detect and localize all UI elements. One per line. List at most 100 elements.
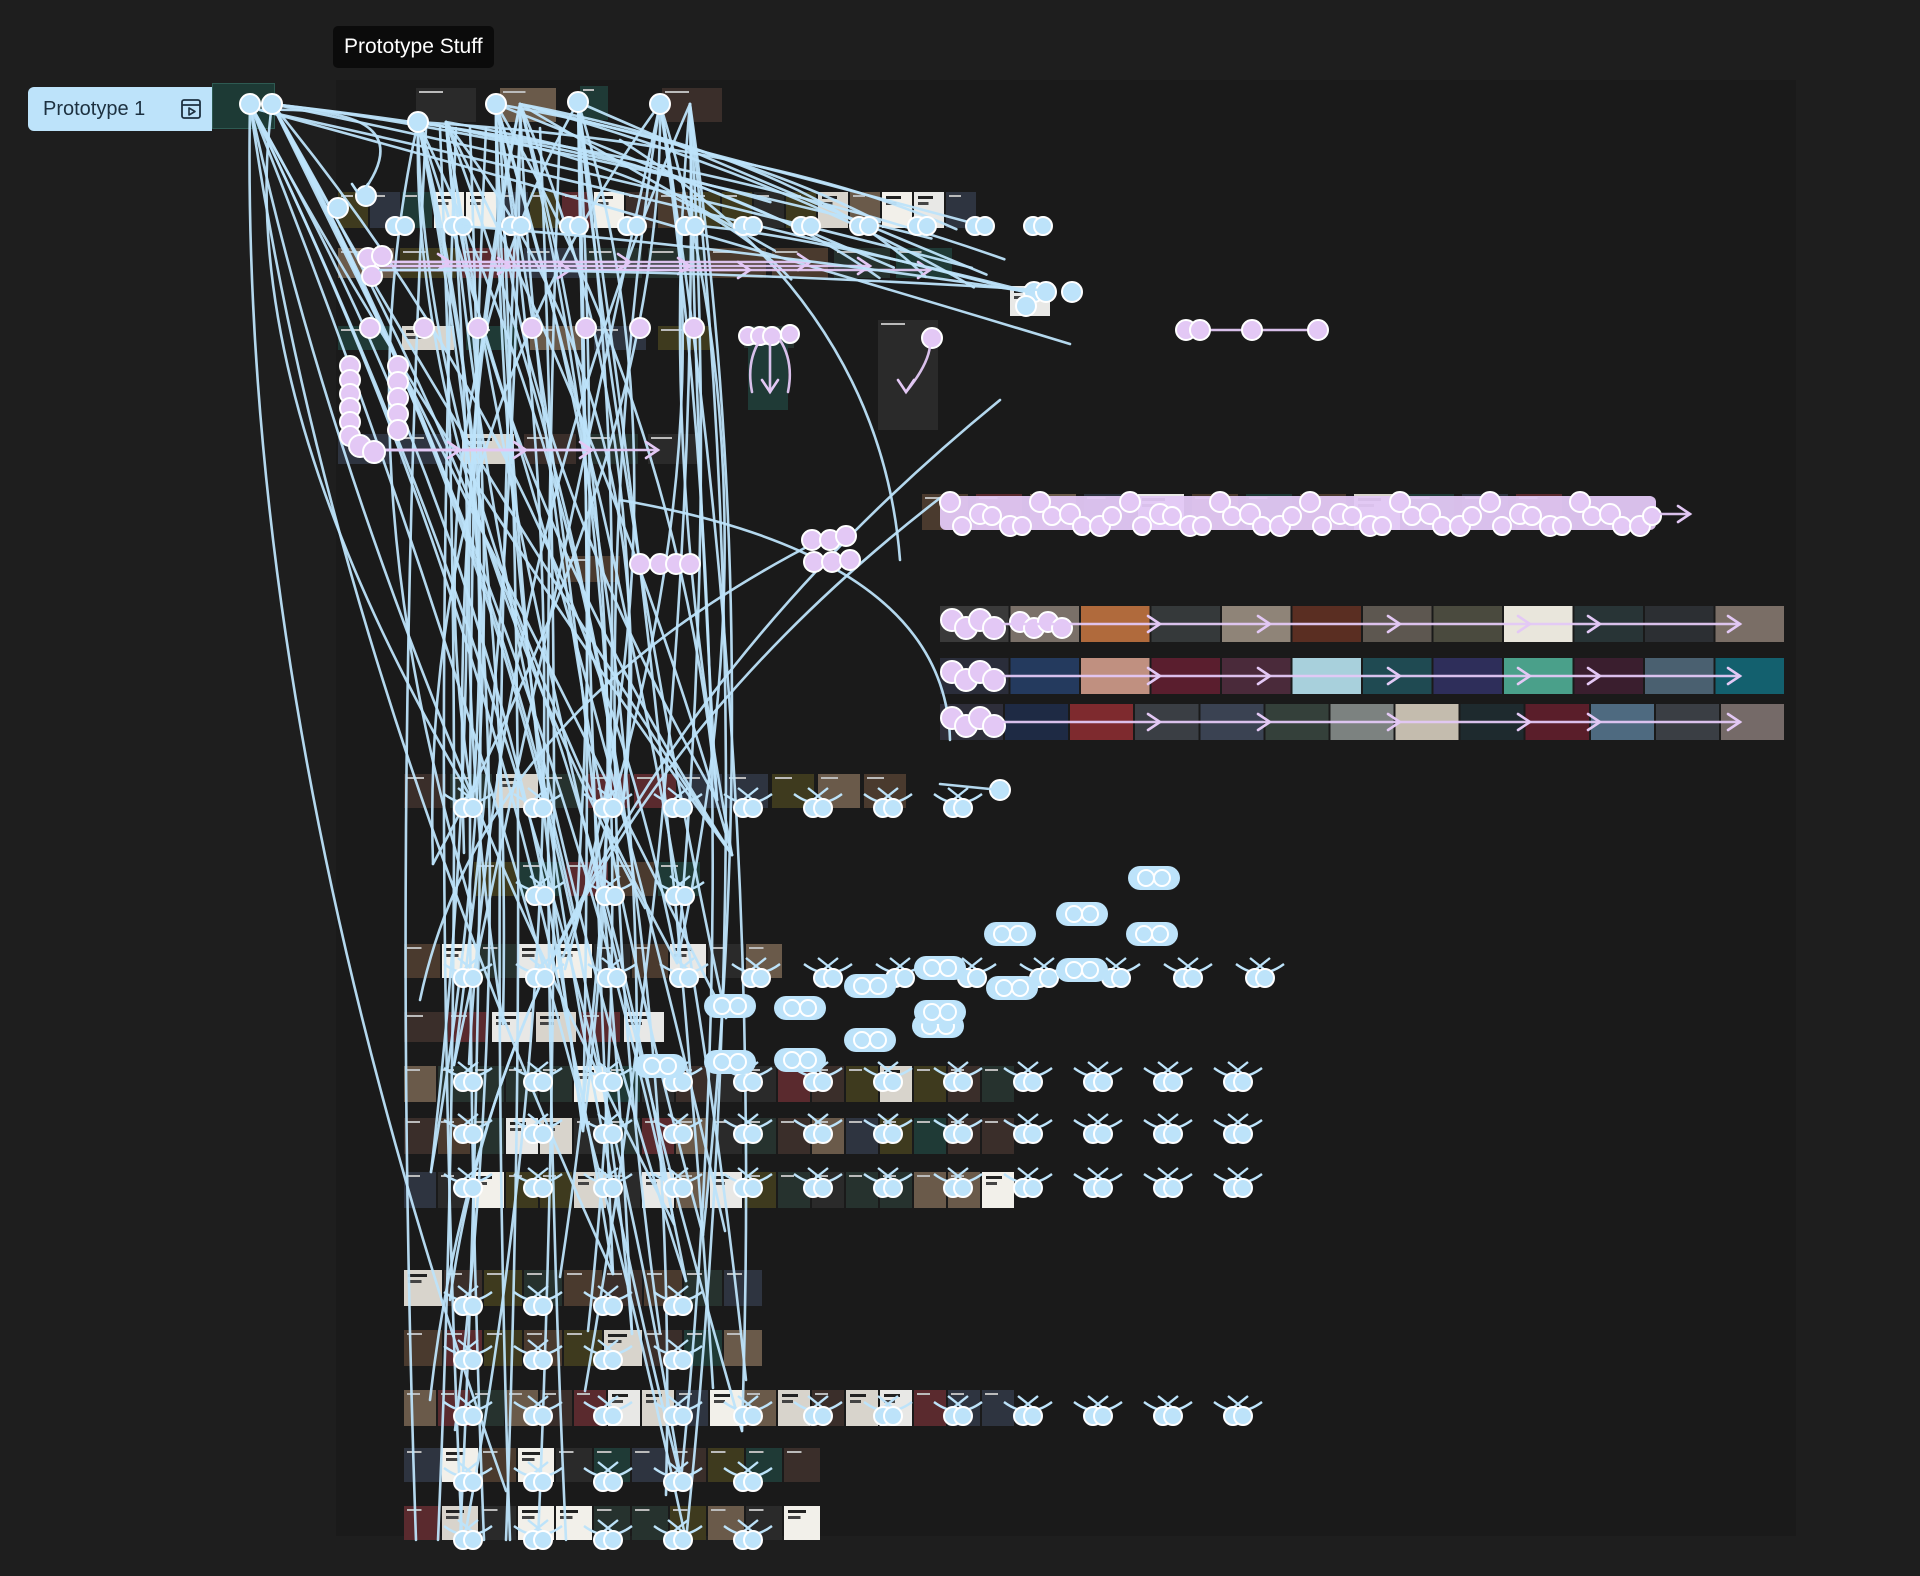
color-swatch-frame[interactable] — [1081, 658, 1150, 694]
frame-thumbnail[interactable] — [608, 1118, 640, 1154]
color-swatch-frame[interactable] — [940, 704, 1004, 740]
frame-thumbnail[interactable] — [472, 1118, 504, 1154]
frame-thumbnail[interactable] — [506, 1066, 538, 1102]
color-swatch-frame[interactable] — [1222, 658, 1291, 694]
frame-thumbnail[interactable] — [438, 1066, 470, 1102]
frame-thumbnail[interactable] — [404, 1330, 442, 1366]
color-swatch-frame[interactable] — [1363, 658, 1432, 694]
frame-thumbnail[interactable] — [484, 1330, 522, 1366]
frame-thumbnail[interactable] — [784, 1448, 820, 1482]
frame-thumbnail[interactable] — [402, 192, 432, 228]
frame-thumbnail[interactable] — [948, 1390, 980, 1426]
color-swatch-frame[interactable] — [940, 658, 1009, 694]
frame-thumbnail[interactable] — [404, 1448, 440, 1482]
color-swatch-frame[interactable] — [1433, 658, 1503, 694]
frame-thumbnail[interactable] — [662, 88, 722, 122]
color-swatch-frame[interactable] — [1265, 704, 1329, 740]
frame-thumbnail[interactable] — [564, 1270, 602, 1306]
frame-thumbnail[interactable] — [726, 774, 768, 808]
frame-thumbnail[interactable] — [370, 192, 400, 228]
color-swatch-frame[interactable] — [1081, 606, 1150, 642]
color-swatch-frame[interactable] — [1433, 606, 1503, 642]
frame-thumbnail[interactable] — [680, 774, 722, 808]
frame-thumbnail[interactable] — [864, 774, 906, 808]
frame-thumbnail[interactable] — [744, 1066, 776, 1102]
frame-thumbnail[interactable] — [644, 1330, 682, 1366]
frame-thumbnail[interactable] — [676, 1066, 708, 1102]
color-swatch-frame[interactable] — [1010, 606, 1080, 642]
frame-thumbnail[interactable] — [1462, 494, 1508, 530]
frame-thumbnail[interactable] — [676, 1118, 708, 1154]
color-swatch-frame[interactable] — [1363, 606, 1432, 642]
frame-thumbnail[interactable] — [644, 1270, 682, 1306]
frame-thumbnail[interactable] — [438, 1172, 470, 1208]
frame-thumbnail[interactable] — [812, 1118, 844, 1154]
frame-thumbnail[interactable] — [574, 1390, 606, 1426]
frame-thumbnail[interactable] — [778, 1118, 810, 1154]
frame-thumbnail[interactable] — [880, 1118, 912, 1154]
frame-thumbnail[interactable] — [1300, 494, 1346, 530]
frame-thumbnail[interactable] — [914, 1066, 946, 1102]
frame-thumbnail[interactable] — [338, 192, 368, 228]
color-swatch-frame[interactable] — [1645, 606, 1714, 642]
frame-thumbnail[interactable] — [722, 192, 752, 228]
play-frame-icon[interactable] — [180, 98, 202, 120]
frame-thumbnail[interactable] — [484, 1270, 522, 1306]
frame-thumbnail[interactable] — [404, 1506, 440, 1540]
frame-thumbnail[interactable] — [632, 944, 668, 978]
frame-thumbnail[interactable] — [404, 1172, 436, 1208]
frame-thumbnail[interactable] — [778, 1066, 810, 1102]
frame-thumbnail[interactable] — [524, 1330, 562, 1366]
frame-thumbnail[interactable] — [626, 192, 656, 228]
frame-thumbnail[interactable] — [982, 1066, 1014, 1102]
color-swatch-frame[interactable] — [1645, 658, 1714, 694]
color-swatch-frame[interactable] — [1151, 658, 1221, 694]
frame-thumbnail[interactable] — [710, 1066, 742, 1102]
frame-thumbnail[interactable] — [778, 1172, 810, 1208]
frame-thumbnail[interactable] — [524, 1270, 562, 1306]
frame-thumbnail[interactable] — [480, 944, 516, 978]
color-swatch-frame[interactable] — [1292, 606, 1362, 642]
frame-thumbnail[interactable] — [846, 1118, 878, 1154]
frame-thumbnail[interactable] — [506, 1172, 538, 1208]
frame-thumbnail[interactable] — [948, 1066, 980, 1102]
frame-thumbnail[interactable] — [438, 1118, 470, 1154]
color-swatch-frame[interactable] — [1720, 704, 1784, 740]
frame-thumbnail[interactable] — [812, 1390, 844, 1426]
frame-thumbnail[interactable] — [564, 1330, 602, 1366]
frame-thumbnail[interactable] — [1030, 494, 1076, 530]
frame-thumbnail[interactable] — [556, 1448, 592, 1482]
frame-thumbnail[interactable] — [658, 192, 688, 228]
frame-thumbnail[interactable] — [914, 1390, 946, 1426]
frame-thumbnail[interactable] — [566, 862, 608, 896]
frame-thumbnail[interactable] — [438, 1390, 470, 1426]
flow-start-badge[interactable]: Prototype 1 — [28, 87, 212, 131]
frame-thumbnail[interactable] — [506, 1390, 538, 1426]
color-swatch-frame[interactable] — [1151, 606, 1221, 642]
frame-thumbnail[interactable] — [744, 1390, 776, 1426]
frame-thumbnail[interactable] — [744, 1172, 776, 1208]
frame-thumbnail[interactable] — [498, 192, 528, 228]
frame-thumbnail[interactable] — [404, 1118, 436, 1154]
color-swatch-frame[interactable] — [1655, 704, 1719, 740]
frame-thumbnail[interactable] — [632, 1448, 668, 1482]
frame-thumbnail[interactable] — [540, 1390, 572, 1426]
frame-thumbnail[interactable] — [812, 1066, 844, 1102]
frame-thumbnail[interactable] — [404, 1390, 436, 1426]
frame-thumbnail[interactable] — [948, 1172, 980, 1208]
frame-thumbnail[interactable] — [1084, 494, 1130, 530]
frame-thumbnail[interactable] — [684, 1330, 722, 1366]
frame-thumbnail[interactable] — [676, 1390, 708, 1426]
frame-thumbnail[interactable] — [746, 1506, 782, 1540]
frame-thumbnail[interactable] — [444, 1270, 482, 1306]
frame-thumbnail[interactable] — [708, 944, 744, 978]
color-swatch-frame[interactable] — [1504, 658, 1573, 694]
frame-thumbnail[interactable] — [542, 774, 584, 808]
frame-thumbnail[interactable] — [530, 192, 560, 228]
frame-thumbnail[interactable] — [946, 192, 976, 228]
frame-thumbnail[interactable] — [748, 340, 788, 410]
frame-thumbnail[interactable] — [574, 1118, 606, 1154]
frame-thumbnail[interactable] — [634, 774, 676, 808]
frame-thumbnail[interactable] — [1408, 494, 1454, 530]
frame-thumbnail[interactable] — [948, 1118, 980, 1154]
